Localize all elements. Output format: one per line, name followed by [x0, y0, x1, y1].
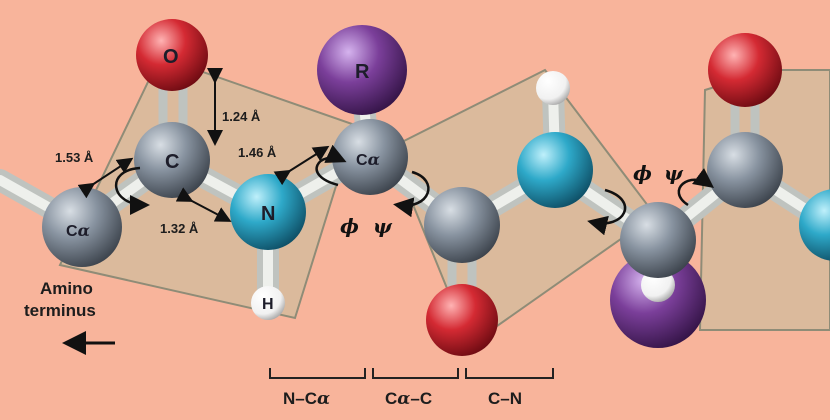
- nitrogen-label: N: [261, 203, 275, 225]
- arrow-c-n: [175, 187, 232, 222]
- amino-terminus-line1: Amino: [40, 279, 93, 298]
- carbonyl-c-label: C: [165, 151, 179, 173]
- oxygen-atom-3: [708, 33, 782, 107]
- psi-label-1: ψ: [373, 214, 393, 238]
- arrow-n-calpha: [273, 145, 330, 186]
- segment-label-calpha-c: Cα–C: [385, 389, 432, 409]
- nitrogen-atom-2: [517, 132, 593, 208]
- amino-terminus-caption: Amino terminus: [24, 279, 115, 355]
- arrow-calpha-c: [77, 157, 134, 199]
- rotation-arc-psi-1: [393, 170, 430, 218]
- atoms: [42, 19, 830, 356]
- bond-length-labels: 1.53 Å 1.24 Å 1.46 Å 1.32 Å: [55, 109, 277, 236]
- calpha-atom-left: [42, 187, 122, 267]
- oxygen-label: O: [163, 46, 179, 68]
- nitrogen-atom: [230, 174, 306, 250]
- calpha-mid-label: Cα: [356, 150, 380, 169]
- phi-label-2: ϕ: [633, 161, 652, 185]
- segment-label-n-calpha: N–Cα: [283, 389, 330, 409]
- rotation-arcs: [114, 144, 715, 236]
- rotation-arc-phi-2: [587, 188, 627, 236]
- segment-label-c-n: C–N: [488, 389, 522, 408]
- carbonyl-carbon-atom-3: [707, 132, 783, 208]
- rotation-arc-psi-2: [677, 168, 715, 207]
- bond-length-calpha-c: 1.53 Å: [55, 150, 94, 165]
- phi-label-1: ϕ: [340, 214, 359, 238]
- bond-length-n-calpha: 1.46 Å: [238, 145, 277, 160]
- calpha-left-label: Cα: [66, 221, 90, 240]
- psi-label-2: ψ: [664, 161, 684, 185]
- rotation-arc-phi-1: [315, 144, 347, 187]
- hydrogen-atom: [251, 286, 285, 320]
- oxygen-atom-2: [426, 284, 498, 356]
- bracket-calpha-c: [372, 368, 459, 379]
- hydrogen-atom-2: [536, 71, 570, 105]
- hydrogen-label: H: [262, 296, 274, 313]
- bracket-n-calpha: [269, 368, 366, 379]
- carbonyl-carbon-atom: [134, 122, 210, 198]
- carbonyl-carbon-atom-2: [424, 187, 500, 263]
- oxygen-atom: [136, 19, 208, 91]
- bond-length-arrows: [77, 68, 330, 222]
- segment-brackets: [269, 368, 554, 379]
- bond-length-c-o: 1.24 Å: [222, 109, 261, 124]
- calpha-atom-3: [620, 202, 696, 278]
- atom-labels: Cα C O N H R Cα: [66, 46, 380, 313]
- rotation-arc-left: [114, 166, 150, 215]
- nitrogen-atom-3: [799, 189, 830, 261]
- segment-labels: N–Cα Cα–C C–N: [283, 389, 522, 409]
- bond-length-c-n: 1.32 Å: [160, 221, 199, 236]
- r-group-atom: [317, 25, 407, 115]
- amino-terminus-line2: terminus: [24, 301, 96, 320]
- torsion-labels: ϕ ψ ϕ ψ: [340, 161, 684, 238]
- calpha-atom-mid: [332, 119, 408, 195]
- r-group-label: R: [355, 61, 370, 83]
- bracket-c-n: [465, 368, 554, 379]
